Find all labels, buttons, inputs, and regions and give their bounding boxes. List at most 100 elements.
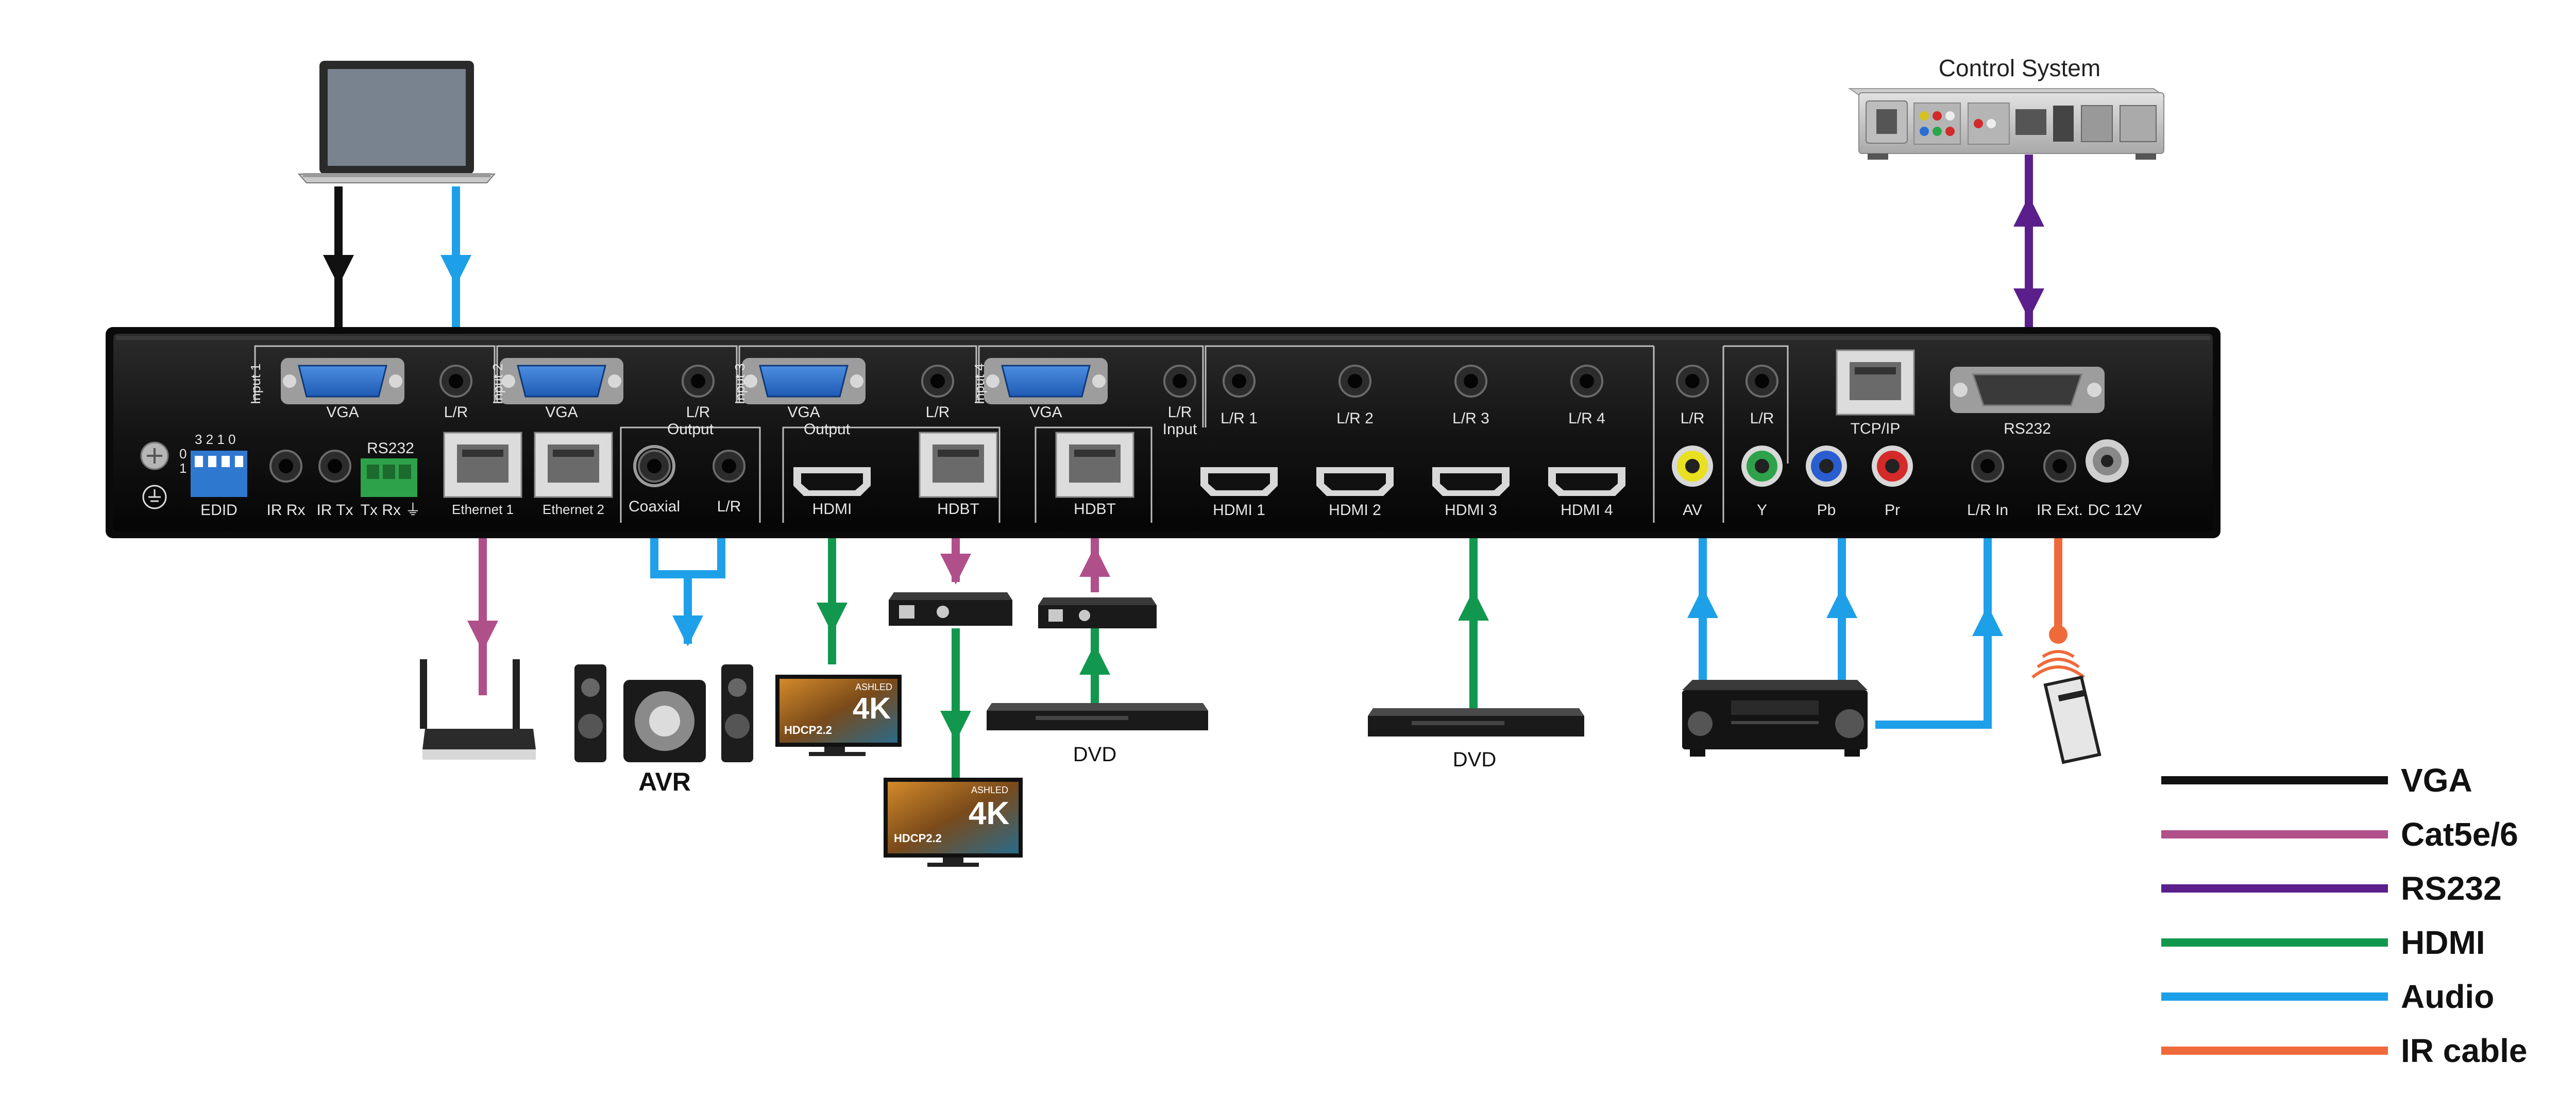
label-lr-in-2: L/R <box>686 404 710 421</box>
tv-1-res: 4K <box>853 692 891 725</box>
hdmi-port-4 <box>1432 467 1510 496</box>
label-ir-ext: IR Ext. <box>2037 502 2083 519</box>
rj45-port-1 <box>443 432 522 498</box>
hdbt-transmitter <box>1038 597 1157 628</box>
legend-item: IR cable <box>2161 1032 2527 1069</box>
legend-item: VGA <box>2161 762 2472 799</box>
dvd-player-right: DVD <box>1368 708 1584 771</box>
label-vga-2: VGA <box>545 404 578 421</box>
hdmi-port-5 <box>1548 467 1625 496</box>
rca-ports <box>1672 439 2129 487</box>
vga-port-3 <box>742 358 866 404</box>
label-rs232: RS232 <box>2004 420 2051 437</box>
label-lr-2: L/R 2 <box>1336 410 1374 427</box>
control-system-label: Control System <box>1939 55 2100 81</box>
rca-pr <box>1872 446 1913 487</box>
control-system: Control System <box>1848 55 2166 160</box>
rca-av <box>1672 446 1713 487</box>
audio-jack-6 <box>1338 365 1371 398</box>
legend-label: Cat5e/6 <box>2401 816 2518 853</box>
label-hdmi-3: HDMI 3 <box>1445 502 1497 519</box>
avr-label: AVR <box>638 767 691 796</box>
label-hdmi-4: HDMI 4 <box>1561 502 1613 519</box>
label-coaxial: Coaxial <box>629 498 680 515</box>
label-hdmi-out: HDMI <box>812 501 852 518</box>
hdmi-port-1 <box>793 467 871 496</box>
label-hdbt-out: HDBT <box>937 501 979 518</box>
legend-item: Cat5e/6 <box>2161 816 2518 853</box>
label-dip-one: 1 <box>179 460 187 476</box>
tv-2-res: 4K <box>969 796 1009 831</box>
panel-grouping-lines <box>254 345 1789 523</box>
dvd-right-label: DVD <box>1453 748 1496 771</box>
audio-jack-13 <box>638 450 671 483</box>
label-dip-zero: 0 <box>179 446 187 461</box>
tv-1-brand: ASHLED <box>855 682 892 692</box>
label-rs232-small: RS232 <box>367 440 414 457</box>
audio-jack-7 <box>1454 365 1487 398</box>
label-out-lr: L/R <box>717 498 741 515</box>
label-lr-in: L/R In <box>1967 502 2008 519</box>
label-output-video: Output <box>804 421 851 438</box>
label-lr-in-4: L/R <box>1168 404 1192 421</box>
label-hdbt-in: HDBT <box>1074 501 1116 518</box>
cable-audio-lrin <box>1875 515 1992 729</box>
misc-panel-parts <box>140 441 417 509</box>
audio-jack-9 <box>1676 365 1709 398</box>
rj45-port-2 <box>534 432 613 498</box>
label-lr-1: L/R 1 <box>1221 410 1258 427</box>
label-ir-rx: IR Rx <box>267 502 306 519</box>
audio-jack-1 <box>439 365 472 398</box>
label-input-4: Input 4 <box>972 363 987 404</box>
label-lr-in-3: L/R <box>926 404 950 421</box>
rj45-port-5 <box>1836 349 1915 416</box>
dc-12v-jack <box>2086 439 2129 483</box>
tv-2-hdcp: HDCP2.2 <box>894 832 942 845</box>
rj45-port-4 <box>1055 432 1134 498</box>
legend-label: Audio <box>2401 978 2494 1015</box>
rca-pb <box>1806 446 1847 487</box>
vga-ports <box>281 358 2105 413</box>
tv-1: ASHLED 4K HDCP2.2 <box>775 675 902 756</box>
label-vga-3: VGA <box>787 404 820 421</box>
hdbt-receiver <box>889 592 1012 626</box>
audio-jack-2 <box>682 365 715 398</box>
vga-port-4 <box>984 358 1108 404</box>
audio-jack-11 <box>269 450 302 483</box>
rca-y <box>1741 446 1783 487</box>
audio-jack-3 <box>921 365 954 398</box>
ground-symbol <box>142 485 167 509</box>
dvd-player-left: DVD <box>987 703 1208 766</box>
label-comp-lr: L/R <box>1750 410 1774 427</box>
vga-port-2 <box>500 358 623 404</box>
label-dip-numbers: 3 2 1 0 <box>195 432 236 447</box>
ir-receiver-remote <box>2031 625 2102 764</box>
legend-item: HDMI <box>2161 924 2485 961</box>
label-dc-12v: DC 12V <box>2088 502 2142 519</box>
label-lr-3: L/R 3 <box>1452 410 1489 427</box>
avr-speakers: AVR <box>574 664 753 796</box>
audio-jack-12 <box>318 450 351 483</box>
panel-labels: Input 1 Input 2 Input 3 Input 4 VGA VGA … <box>179 363 2142 519</box>
legend-label: IR cable <box>2401 1032 2527 1069</box>
audio-jacks <box>269 365 2076 487</box>
label-lr-4: L/R 4 <box>1568 410 1605 427</box>
audio-jack-5 <box>1223 365 1256 398</box>
tv-2: ASHLED 4K HDCP2.2 <box>884 778 1023 867</box>
router <box>420 659 536 760</box>
audio-jack-8 <box>1570 365 1603 398</box>
label-lr-in-1: L/R <box>444 404 468 421</box>
label-hdmi-2: HDMI 2 <box>1329 502 1381 519</box>
hdmi-port-3 <box>1316 467 1394 496</box>
label-pb: Pb <box>1817 502 1836 519</box>
legend-label: HDMI <box>2401 924 2485 961</box>
label-vga-1: VGA <box>326 404 359 421</box>
label-vga-4: VGA <box>1029 404 1062 421</box>
ir-eye <box>2049 625 2067 644</box>
audio-jack-14 <box>713 450 745 483</box>
laptop <box>297 61 496 183</box>
legend-item: RS232 <box>2161 870 2502 907</box>
tv-1-hdcp: HDCP2.2 <box>784 724 832 737</box>
